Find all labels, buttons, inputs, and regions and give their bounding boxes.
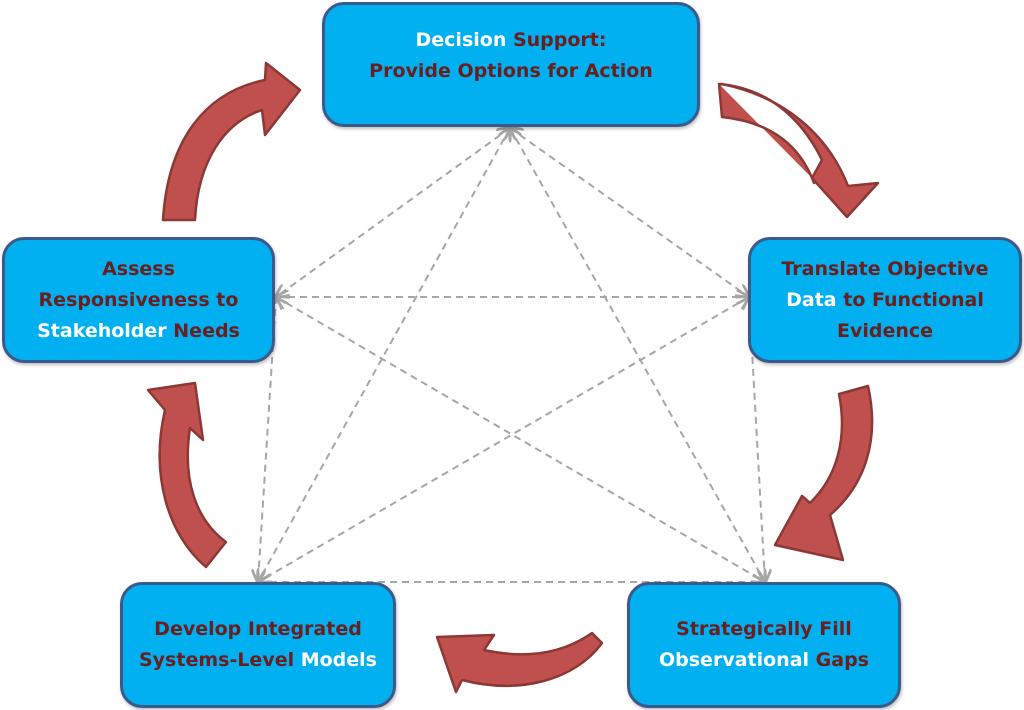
node-text-line: Strategically Fill [676,614,852,645]
link-right-bottom-left [258,297,749,582]
cycle-arrow-bottomright-to-bottomleft [435,631,604,694]
node-text-segment: Systems-Level [138,649,301,671]
node-text-segment: Data [786,288,844,311]
link-top-bottom-right [510,128,765,582]
node-decision-support: Decision Support: Provide Options for Act… [322,2,700,127]
node-text-segment: Develop Integrated [154,618,362,640]
cycle-arrow-right-to-bottomright [773,384,874,562]
node-text-segment: Responsiveness to [38,288,239,311]
node-text-segment: Decision [415,29,513,51]
node-text-segment: Stakeholder [37,319,174,342]
node-text-line: Systems-Level Models [139,645,377,676]
node-text-line: Assess [102,254,175,285]
cycle-arrow-top-to-right [717,82,880,219]
link-top-bottom-left [258,128,510,582]
cycle-arrows [146,61,880,694]
node-text-segment: to Functional [843,288,984,311]
cycle-arrow-left-to-top [161,61,302,222]
node-text-segment: Needs [173,319,240,342]
node-text-line: Evidence [837,316,933,347]
link-left-bottom-right [276,297,765,582]
node-text-line: Data to Functional [786,285,984,316]
node-text-segment: Support: [512,29,607,51]
cycle-arrow-bottomleft-to-left [146,381,228,569]
node-text-segment: Models [300,649,377,671]
node-text-line: Decision Support: [416,25,607,56]
node-text-line: Develop Integrated [154,614,362,645]
node-text-segment: Gaps [815,649,869,671]
node-text-segment: Observational [659,649,816,671]
connector-links [258,128,765,582]
node-text-segment: Evidence [836,319,934,342]
node-text-segment: Assess [102,257,175,280]
node-text-line: Provide Options for Action [369,56,653,87]
node-text-segment: Translate Objective [781,257,989,280]
node-text-line: Observational Gaps [659,645,869,676]
node-text-segment: Provide Options for Action [369,60,653,82]
link-top-right [510,128,749,297]
node-text-line: Translate Objective [781,254,988,285]
node-text-line: Responsiveness to [39,285,239,316]
node-text-line: Stakeholder Needs [37,316,240,347]
link-top-left [276,128,510,297]
node-text-segment: Strategically Fill [676,618,852,640]
